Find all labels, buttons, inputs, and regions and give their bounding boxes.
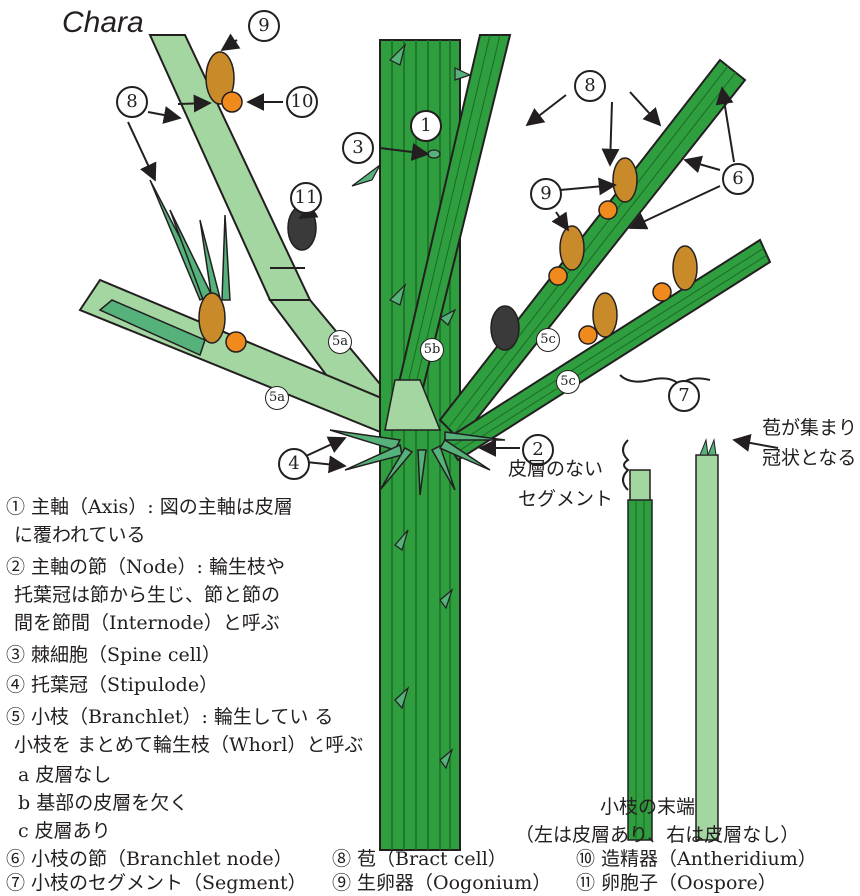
- no-cortex-brace: [623, 440, 628, 490]
- figure-title: Chara: [62, 6, 144, 40]
- callout-4: 4: [278, 448, 310, 480]
- legend-11: ⑪ 卵胞子（Oospore）: [576, 872, 777, 894]
- bract-crown-note-1: 苞が集まり: [762, 417, 857, 439]
- legend-2a: ② 主軸の節（Node）: 輪生枝や: [6, 556, 285, 578]
- callout-9-right: 9: [530, 178, 562, 210]
- no-cortex-note-1: 皮層のない: [508, 458, 603, 480]
- legend-6: ⑥ 小枝の節（Branchlet node）: [6, 848, 293, 870]
- tip-caption-1: 小枝の末端: [600, 796, 695, 818]
- label-5a-upper: 5a: [328, 330, 352, 354]
- antheridium-top: [222, 92, 242, 112]
- legend-5c: a 皮層なし: [18, 764, 111, 786]
- corticated-tip: [628, 470, 652, 840]
- tip-caption-2: （左は皮層あり、右は皮層なし）: [515, 824, 799, 846]
- legend-9: ⑨ 生卵器（Oogonium）: [332, 872, 551, 894]
- callout-10: 10: [286, 86, 318, 118]
- callout-1: 1: [410, 110, 442, 142]
- legend-1b: に覆われている: [14, 524, 145, 546]
- bract-crown-note-2: 冠状となる: [762, 447, 856, 469]
- legend-10: ⑩ 造精器（Antheridium）: [576, 848, 817, 870]
- bract-fan-left: [150, 180, 230, 305]
- legend-7: ⑦ 小枝のセグメント（Segment）: [6, 872, 307, 894]
- no-cortex-note-2: セグメント: [518, 488, 613, 510]
- callout-3: 3: [342, 132, 374, 164]
- label-5b: 5b: [420, 338, 444, 362]
- label-5c-lower: 5c: [556, 370, 580, 394]
- callout-6: 6: [722, 163, 754, 195]
- legend-2c: 間を節間（Internode）と呼ぶ: [14, 612, 280, 634]
- legend-3: ③ 棘細胞（Spine cell）: [6, 644, 221, 666]
- legend-5e: c 皮層あり: [18, 820, 111, 842]
- label-5a-lower: 5a: [265, 386, 289, 410]
- callout-7: 7: [668, 380, 700, 412]
- legend-2b: 托葉冠は節から生じ、節と節の: [14, 584, 280, 606]
- legend-8: ⑧ 苞（Bract cell）: [332, 848, 507, 870]
- legend-5a: ⑤ 小枝（Branchlet）: 輪生してい る: [6, 706, 333, 728]
- oospore-mid: [491, 306, 519, 350]
- segment-brace: [620, 375, 710, 385]
- legend-4: ④ 托葉冠（Stipulode）: [6, 674, 218, 696]
- legend-5b: 小枝を まとめて輪生枝（Whorl）と呼ぶ: [14, 734, 363, 756]
- label-5c-upper: 5c: [536, 328, 560, 352]
- callout-9-top: 9: [248, 10, 280, 42]
- callout-11: 11: [290, 182, 322, 214]
- callout-8-left: 8: [116, 86, 148, 118]
- legend-5d: b 基部の皮層を欠く: [18, 792, 188, 814]
- callout-8-right: 8: [574, 70, 606, 102]
- legend-1a: ① 主軸（Axis）: 図の主軸は皮層: [6, 496, 293, 518]
- uncorticated-tip: [696, 440, 718, 840]
